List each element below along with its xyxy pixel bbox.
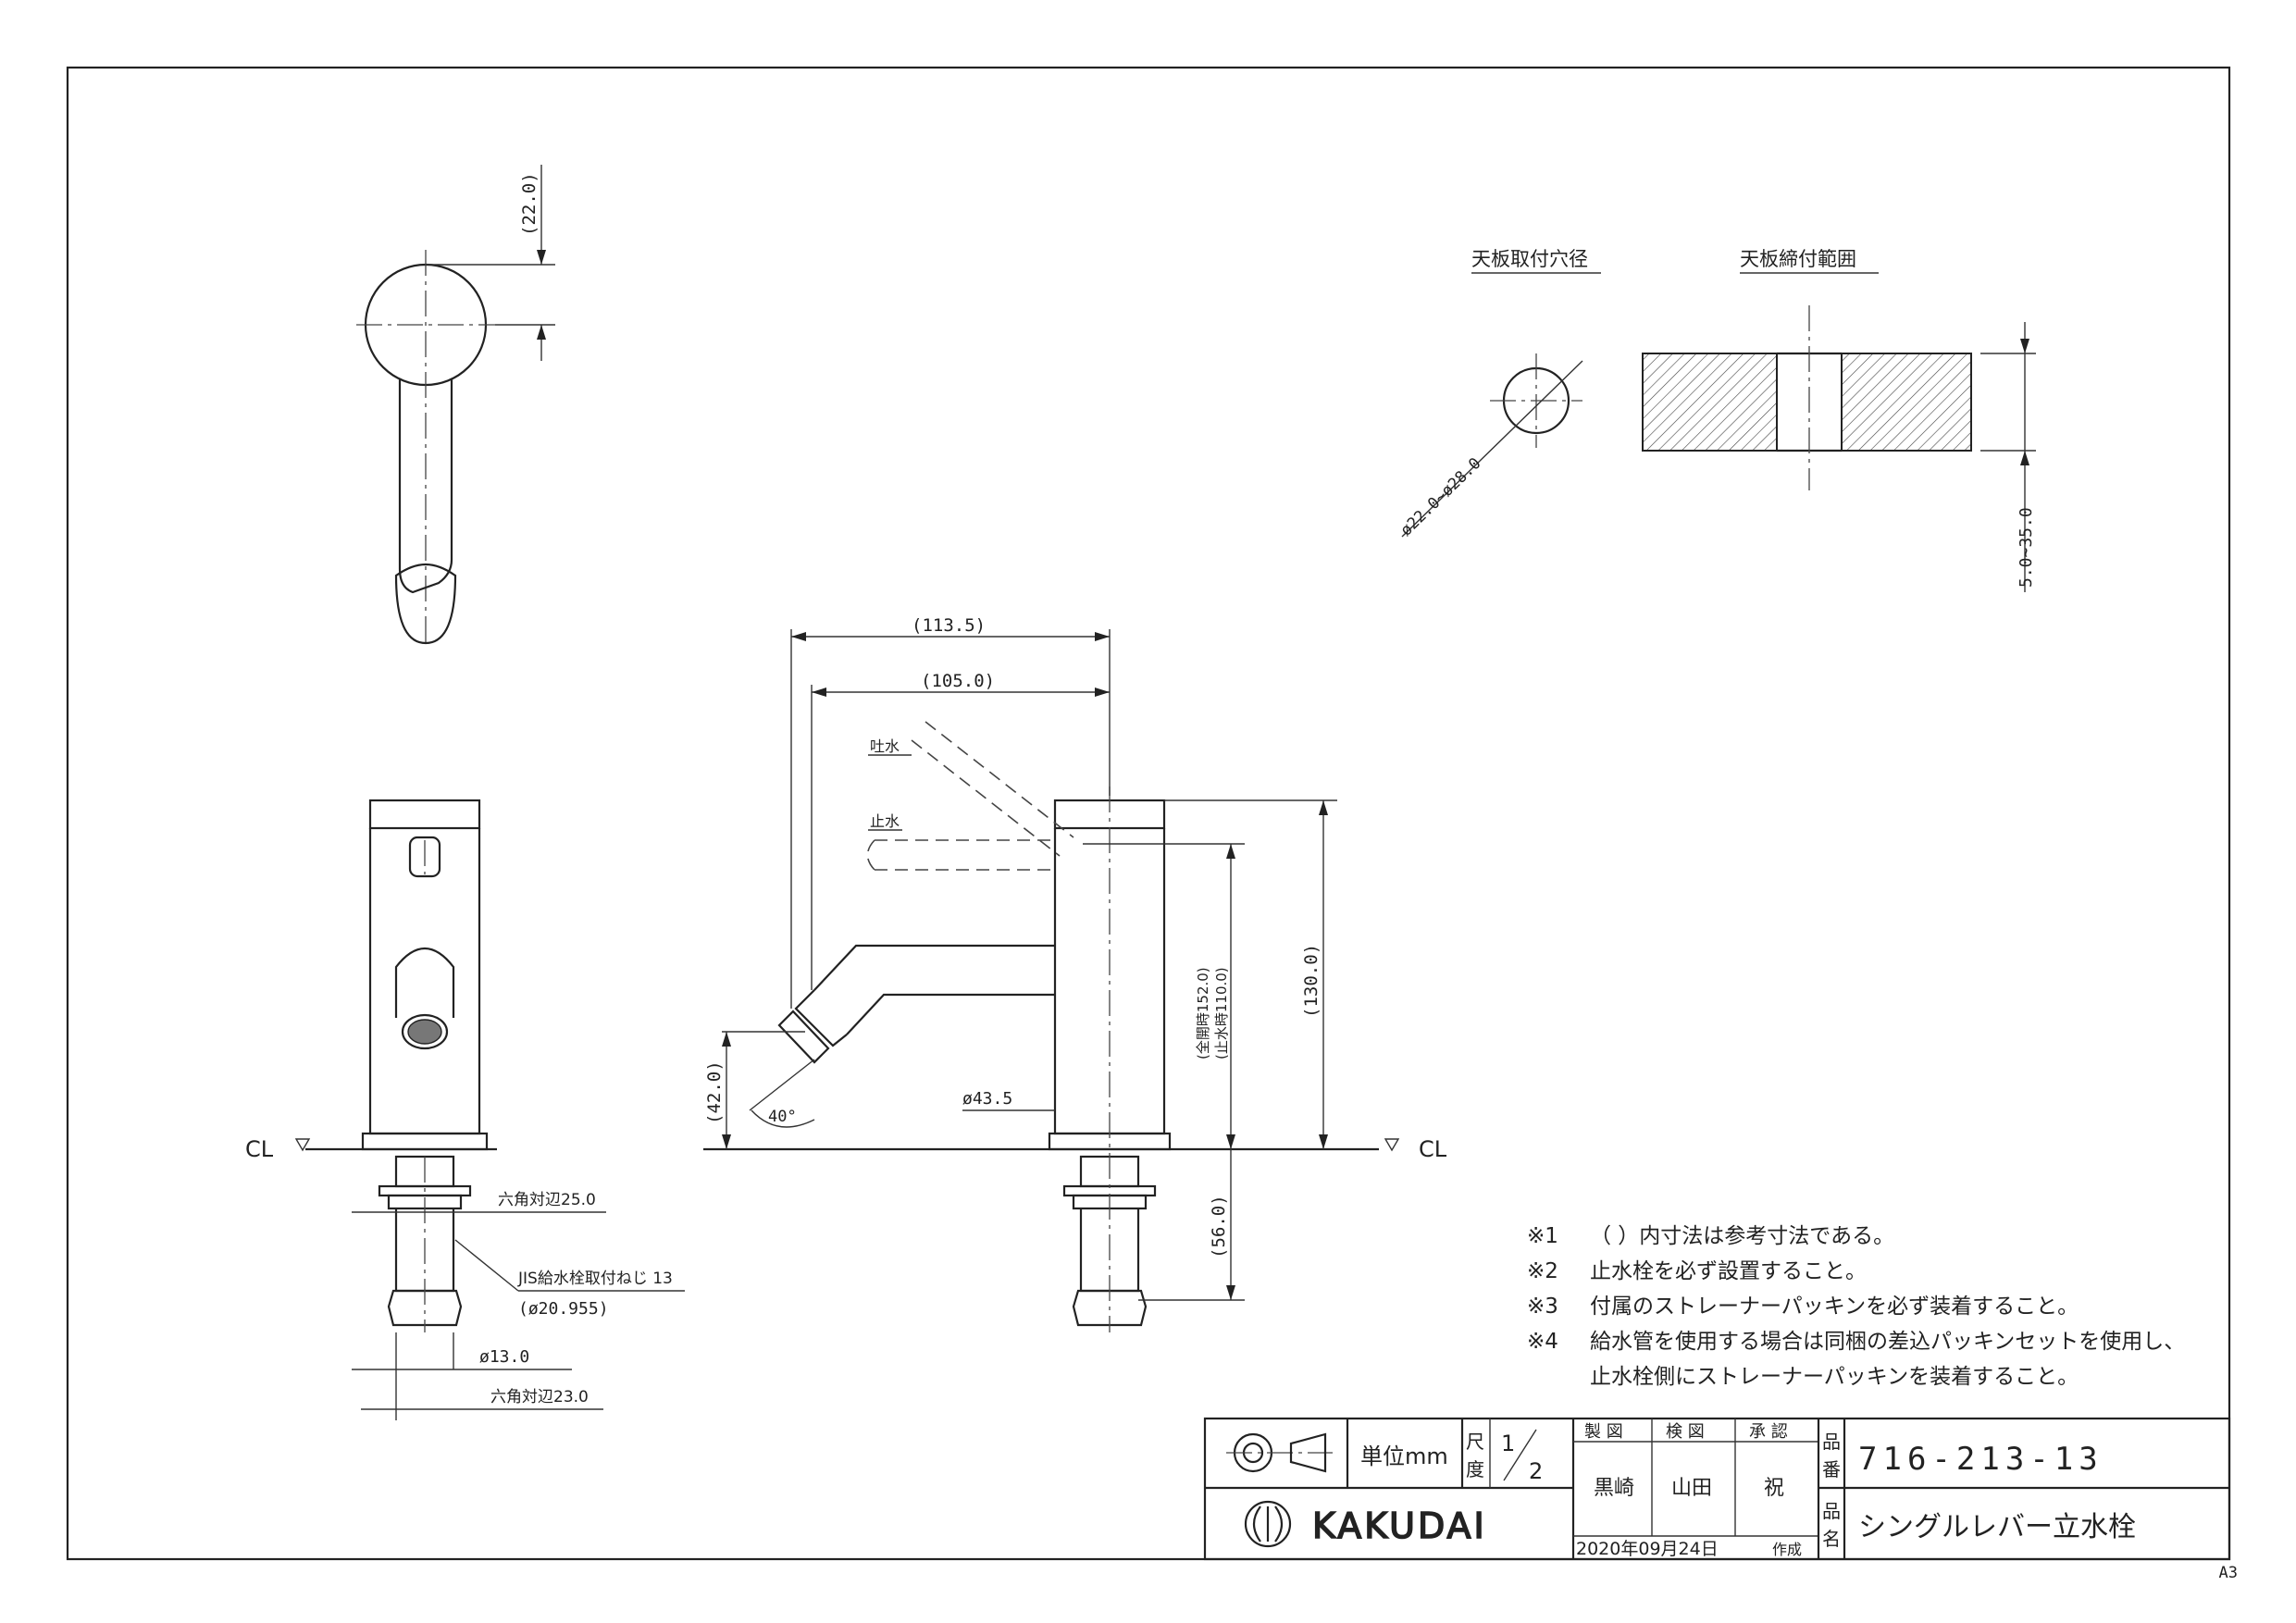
- title-block: 単位mm 尺 度 1 2 製 図 検 図 承 認 黒崎 山田 祝 品 番 716…: [1203, 1417, 2231, 1561]
- deck-section-right: [1841, 353, 1972, 452]
- dim-thread-dia: (ø20.955): [518, 1299, 609, 1319]
- scale-numerator: 1: [1501, 1431, 1515, 1456]
- scale-denominator: 2: [1529, 1458, 1543, 1484]
- front-handle-pin: [408, 836, 441, 878]
- note-5-text: 止水栓側にストレーナーパッキンを装着すること。: [1590, 1365, 2079, 1389]
- side-view: CL 吐水 止水 (113.5) (105.0) ø43.5: [703, 615, 1447, 1332]
- hole-title: 天板取付穴径: [1471, 248, 1588, 270]
- lever-open-position: [911, 721, 1074, 857]
- sheet-size: A3: [2219, 1564, 2238, 1582]
- value-approved: 祝: [1764, 1477, 1784, 1500]
- notes: ※1 （ ）内寸法は参考寸法である。 ※2 止水栓を必ず設置すること。 ※3 付…: [1527, 1224, 2185, 1389]
- dim-spout-drop: (42.0): [704, 1060, 725, 1124]
- note-1-mark: ※1: [1527, 1224, 1558, 1248]
- lever-stop-position: [866, 839, 1055, 871]
- label-spout-off: 止水: [870, 812, 900, 830]
- top-view-spout: [394, 563, 457, 645]
- note-2-text: 止水栓を必ず設置すること。: [1590, 1259, 1867, 1283]
- dim-handle-height: (全開時152.0): [1195, 967, 1211, 1059]
- deck-title: 天板締付範囲: [1740, 248, 1856, 270]
- side-spout-tip: [777, 1010, 830, 1064]
- dim-deck-thickness: 5.0~35.0: [2017, 507, 2036, 588]
- dim-top-handle: (22.0): [519, 172, 540, 236]
- value-checked: 山田: [1671, 1477, 1712, 1500]
- scale-label-2: 度: [1466, 1458, 1484, 1481]
- dim-thread: JIS給水栓取付ねじ 13: [517, 1270, 673, 1288]
- aerator-icon: [407, 1019, 442, 1045]
- note-2-mark: ※2: [1527, 1259, 1558, 1283]
- dim-overall-reach: (113.5): [912, 615, 986, 636]
- note-3-mark: ※3: [1527, 1295, 1558, 1319]
- deck-detail: 天板締付範囲 5.0~35.0: [1642, 248, 2036, 592]
- side-spout: [813, 944, 1055, 1035]
- hole-detail: 天板取付穴径 ø22.0~ø28.0: [1397, 248, 1601, 540]
- dim-handle-height-stop: (止水時110.0): [1213, 967, 1230, 1059]
- deck-section-left: [1642, 353, 1778, 452]
- part-name-label-1: 品: [1822, 1500, 1841, 1522]
- dim-spout-reach: (105.0): [921, 671, 995, 691]
- dim-hex-bottom: 六角対辺23.0: [490, 1388, 589, 1406]
- dim-hole-dia: ø22.0~ø28.0: [1397, 454, 1485, 540]
- header-drawn: 製 図: [1584, 1422, 1623, 1442]
- kakudai-logo-icon: [1244, 1500, 1292, 1548]
- sheet-border: [66, 66, 2231, 1561]
- value-drawn: 黒崎: [1594, 1477, 1634, 1500]
- scale-label-1: 尺: [1466, 1431, 1484, 1453]
- cl-left: CL: [245, 1136, 274, 1162]
- dim-spout-angle: 40°: [768, 1108, 797, 1126]
- note-1-text: （ ）内寸法は参考寸法である。: [1590, 1224, 1894, 1248]
- part-no-label-2: 番: [1822, 1458, 1841, 1481]
- dim-total-height: (130.0): [1301, 944, 1322, 1018]
- dim-below-deck: (56.0): [1209, 1195, 1229, 1258]
- front-base-flange: [361, 1132, 489, 1151]
- part-number: 716-213-13: [1858, 1441, 2104, 1478]
- front-handle-cap: [368, 799, 481, 830]
- note-3-text: 付属のストレーナーパッキンを必ず装着すること。: [1590, 1295, 2079, 1319]
- cl-right: CL: [1419, 1136, 1447, 1162]
- dim-pipe-dia: ø13.0: [479, 1347, 529, 1367]
- front-view: CL 六角対辺25.0 JIS給水栓取付ねじ 13 (ø20.955) ø13.…: [245, 799, 685, 1420]
- label-spout-on: 吐水: [870, 737, 900, 755]
- part-no-label-1: 品: [1822, 1431, 1841, 1453]
- dim-body-dia: ø43.5: [962, 1089, 1012, 1109]
- brand-logo-text: KAKUDAI: [1312, 1505, 1487, 1546]
- part-name: シングルレバー立水栓: [1858, 1511, 2136, 1543]
- top-view: (22.0): [356, 165, 555, 648]
- header-approved: 承 認: [1749, 1422, 1788, 1442]
- header-checked: 検 図: [1666, 1422, 1705, 1442]
- created-label: 作成: [1772, 1541, 1802, 1558]
- dim-hex-top: 六角対辺25.0: [498, 1191, 596, 1209]
- note-4-text: 給水管を使用する場合は同梱の差込パッキンセットを使用し、: [1590, 1330, 2185, 1354]
- creation-date: 2020年09月24日: [1576, 1539, 1719, 1559]
- unit-label: 単位mm: [1360, 1443, 1448, 1469]
- top-view-lever: [398, 379, 453, 594]
- note-4-mark: ※4: [1527, 1330, 1558, 1354]
- front-hex-nut-bottom: [387, 1289, 463, 1327]
- front-spout: [394, 947, 455, 1018]
- part-name-label-2: 名: [1822, 1528, 1841, 1550]
